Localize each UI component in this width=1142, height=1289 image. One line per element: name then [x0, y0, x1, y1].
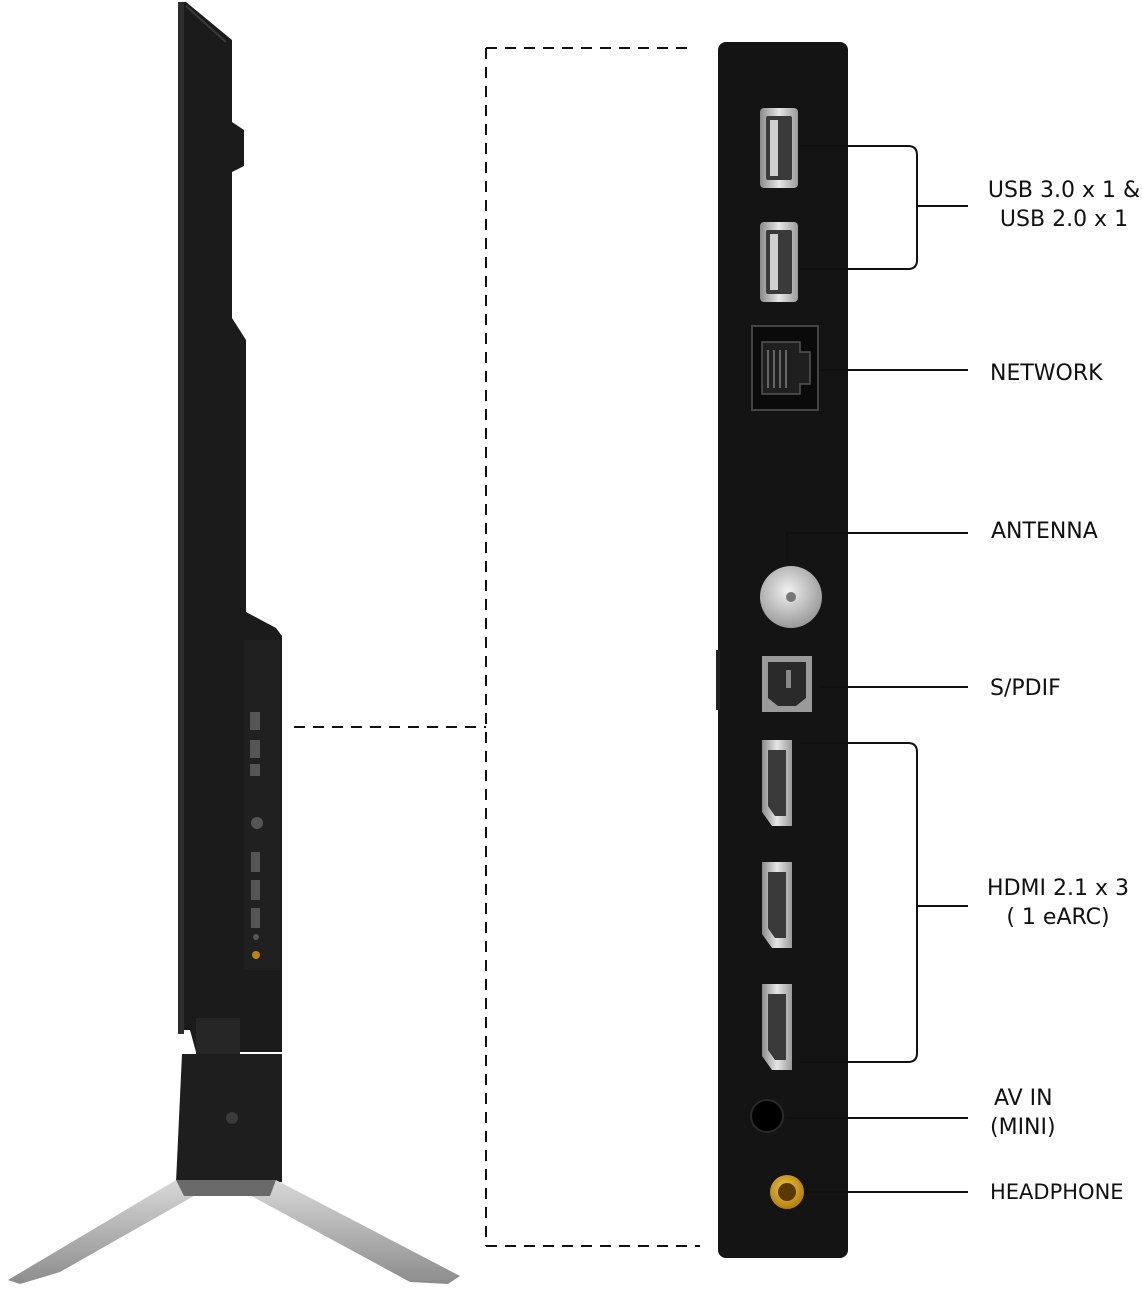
antenna-label: ANTENNA — [991, 519, 1098, 544]
usb-port-1 — [760, 108, 798, 188]
usb-port-2 — [760, 222, 798, 302]
hdmi-label: HDMI 2.1 x 3 ( 1 eARC) — [980, 874, 1136, 932]
headphone-label: HEADPHONE — [990, 1180, 1124, 1204]
zoom-callout-dashed-lines — [294, 47, 700, 1247]
hdmi-label-line1: HDMI 2.1 x 3 — [987, 876, 1129, 901]
hdmi-label-line2: ( 1 eARC) — [1006, 905, 1110, 930]
leader-lines — [786, 145, 968, 1193]
av-in-label-line2: (MINI) — [990, 1115, 1056, 1140]
antenna-port — [760, 566, 822, 628]
usb-label: USB 3.0 x 1 & USB 2.0 x 1 — [986, 176, 1142, 234]
hdmi-port-1 — [762, 740, 792, 826]
network-port — [751, 325, 819, 411]
hdmi-port-2 — [762, 862, 792, 948]
network-label: NETWORK — [990, 361, 1103, 386]
spdif-port — [762, 656, 812, 712]
av-in-port — [750, 1099, 784, 1133]
hdmi-port-3 — [762, 984, 792, 1070]
headphone-port — [770, 1175, 804, 1209]
usb-label-line2: USB 2.0 x 1 — [999, 207, 1129, 232]
spdif-label: S/PDIF — [990, 676, 1061, 701]
tv-side-profile — [8, 2, 460, 1284]
av-in-label-line1: AV IN — [994, 1086, 1053, 1111]
usb-label-line1: USB 3.0 x 1 & — [987, 178, 1141, 203]
av-in-label: AV IN (MINI) — [990, 1084, 1056, 1142]
